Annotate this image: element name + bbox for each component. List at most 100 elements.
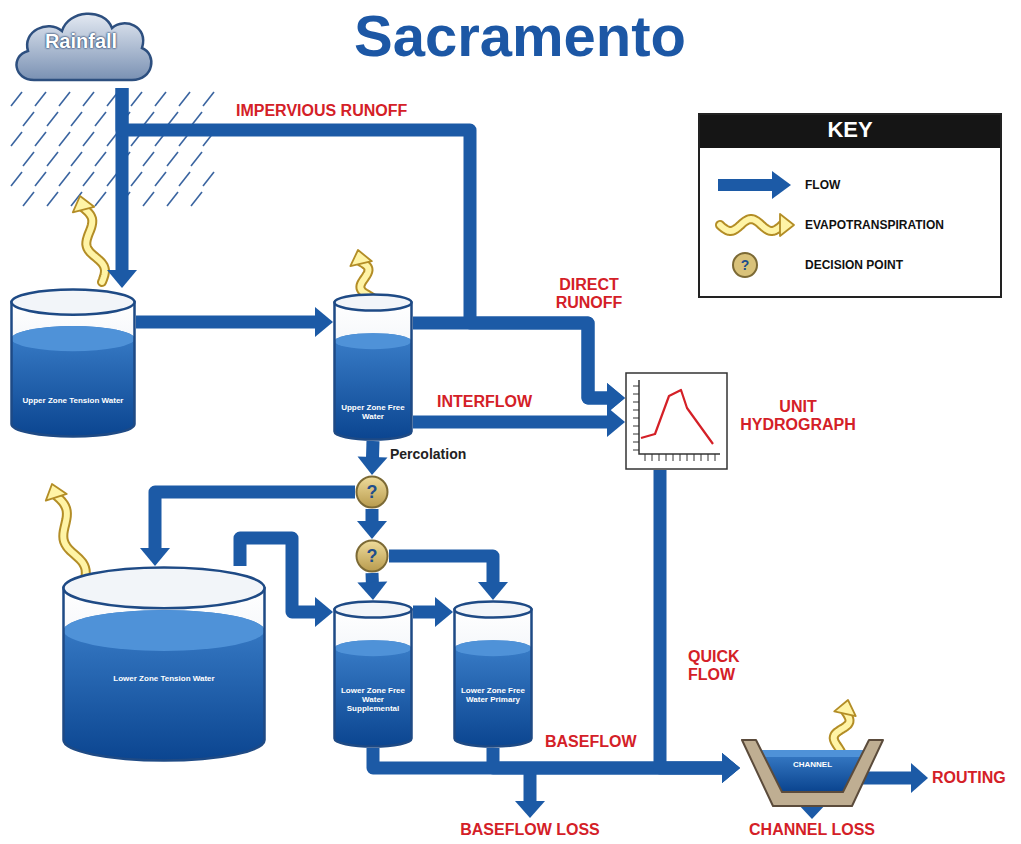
rain-streak — [95, 112, 106, 126]
water-surface — [335, 640, 412, 656]
flow-head — [722, 753, 740, 783]
rain-streak — [191, 192, 202, 206]
tank-outline — [335, 303, 412, 440]
flow-head — [607, 383, 625, 413]
tick — [694, 454, 695, 461]
chan-label: CHANNEL — [793, 760, 832, 769]
cloud-node: Rainfall — [8, 4, 154, 88]
flow-label: INTERFLOW — [437, 393, 567, 411]
hydrograph-axes — [639, 380, 720, 454]
tick — [701, 454, 702, 461]
decision-circle — [357, 477, 388, 508]
tank-outline — [335, 610, 412, 747]
tick — [687, 454, 688, 461]
routing-head — [911, 763, 928, 793]
legend-decision-sample — [733, 253, 757, 277]
routing-label: ROUTING — [932, 769, 1018, 787]
decision-circle — [733, 253, 757, 277]
flow-arrow — [357, 509, 387, 539]
legend-text: DECISION POINT — [805, 258, 903, 272]
flow-label: IMPERVIOUS RUNOFF — [236, 102, 466, 120]
rain-streak — [47, 192, 58, 206]
evapotranspiration-arrow — [46, 484, 86, 584]
tick — [633, 450, 639, 451]
loss-label: BASEFLOW LOSS — [455, 821, 605, 839]
cloud-outline — [17, 14, 152, 80]
tank-rim — [335, 295, 412, 311]
key-heading: KEY — [698, 113, 1002, 147]
rain-streak — [167, 152, 178, 166]
decision-circle — [357, 541, 388, 572]
evap-head — [780, 214, 794, 236]
flow-line — [136, 316, 317, 329]
tick — [673, 454, 674, 461]
tank-label: Upper Zone Free Water — [339, 403, 407, 421]
flow-head — [722, 753, 740, 783]
tank-shape — [333, 600, 413, 748]
water-surface — [335, 333, 412, 349]
tank-rim — [12, 290, 135, 315]
tank-water — [335, 640, 412, 746]
rain-streak — [11, 172, 22, 186]
rain-streak — [131, 92, 142, 106]
tick — [633, 386, 639, 387]
rain-streak — [71, 112, 82, 126]
rain-streak — [35, 172, 46, 186]
evap-head — [46, 484, 67, 501]
tick — [715, 454, 716, 461]
baseflow-loss-arrow — [515, 768, 545, 818]
evapotranspiration-arrow — [73, 196, 105, 282]
flow-head — [435, 597, 453, 627]
tick — [633, 434, 639, 435]
tank-outline — [12, 302, 135, 436]
flow-line — [366, 441, 380, 459]
evap-fill — [83, 208, 105, 282]
tick — [659, 454, 660, 461]
hydrograph-frame — [626, 373, 727, 469]
rain-streak — [59, 172, 70, 186]
flow-label: Percolation — [390, 446, 510, 463]
flow-line — [660, 470, 724, 768]
rain-streak — [11, 132, 22, 146]
water-surface — [64, 610, 265, 651]
rain-streak — [47, 152, 58, 166]
flow-arrow — [413, 407, 625, 437]
tank-water — [64, 610, 265, 760]
tank-water — [12, 326, 135, 436]
rain-streak — [11, 92, 22, 106]
tank-body — [335, 303, 412, 440]
tick — [633, 418, 639, 419]
evap-outline — [720, 219, 782, 231]
flow-head — [357, 581, 387, 600]
flow-line — [413, 416, 609, 429]
evap-outline — [83, 208, 105, 282]
rain-streak — [83, 132, 94, 146]
chan-shape — [740, 738, 885, 808]
evap-head — [834, 700, 855, 716]
legend-text: FLOW — [805, 178, 840, 192]
flow-line — [413, 323, 609, 398]
flow-line — [366, 509, 379, 523]
rain-streak — [95, 152, 106, 166]
tank-rim — [335, 602, 412, 618]
water-surface — [455, 640, 532, 656]
uh-shape — [625, 372, 728, 470]
flow-label: DIRECT RUNOFF — [546, 276, 632, 312]
flow-line — [389, 556, 493, 584]
tick — [708, 454, 709, 461]
rain-streak — [167, 192, 178, 206]
tank-label: Upper Zone Tension Water — [23, 396, 124, 405]
tank-outline — [64, 588, 265, 761]
evap-fill — [56, 495, 86, 584]
flow-arrow — [660, 470, 740, 783]
channel-walls — [742, 740, 883, 806]
legend-text: EVAPOTRANSPIRATION — [805, 218, 944, 232]
rain-streak — [179, 92, 190, 106]
evapotranspiration-arrow — [720, 214, 794, 236]
rain-streak — [155, 92, 166, 106]
flow-arrow — [389, 556, 508, 600]
hydrograph-label: UNIT HYDROGRAPH — [738, 398, 858, 434]
tank-label: Lower Zone Tension Water — [113, 674, 214, 683]
rain-streak — [23, 152, 34, 166]
tank-outline — [455, 610, 532, 747]
